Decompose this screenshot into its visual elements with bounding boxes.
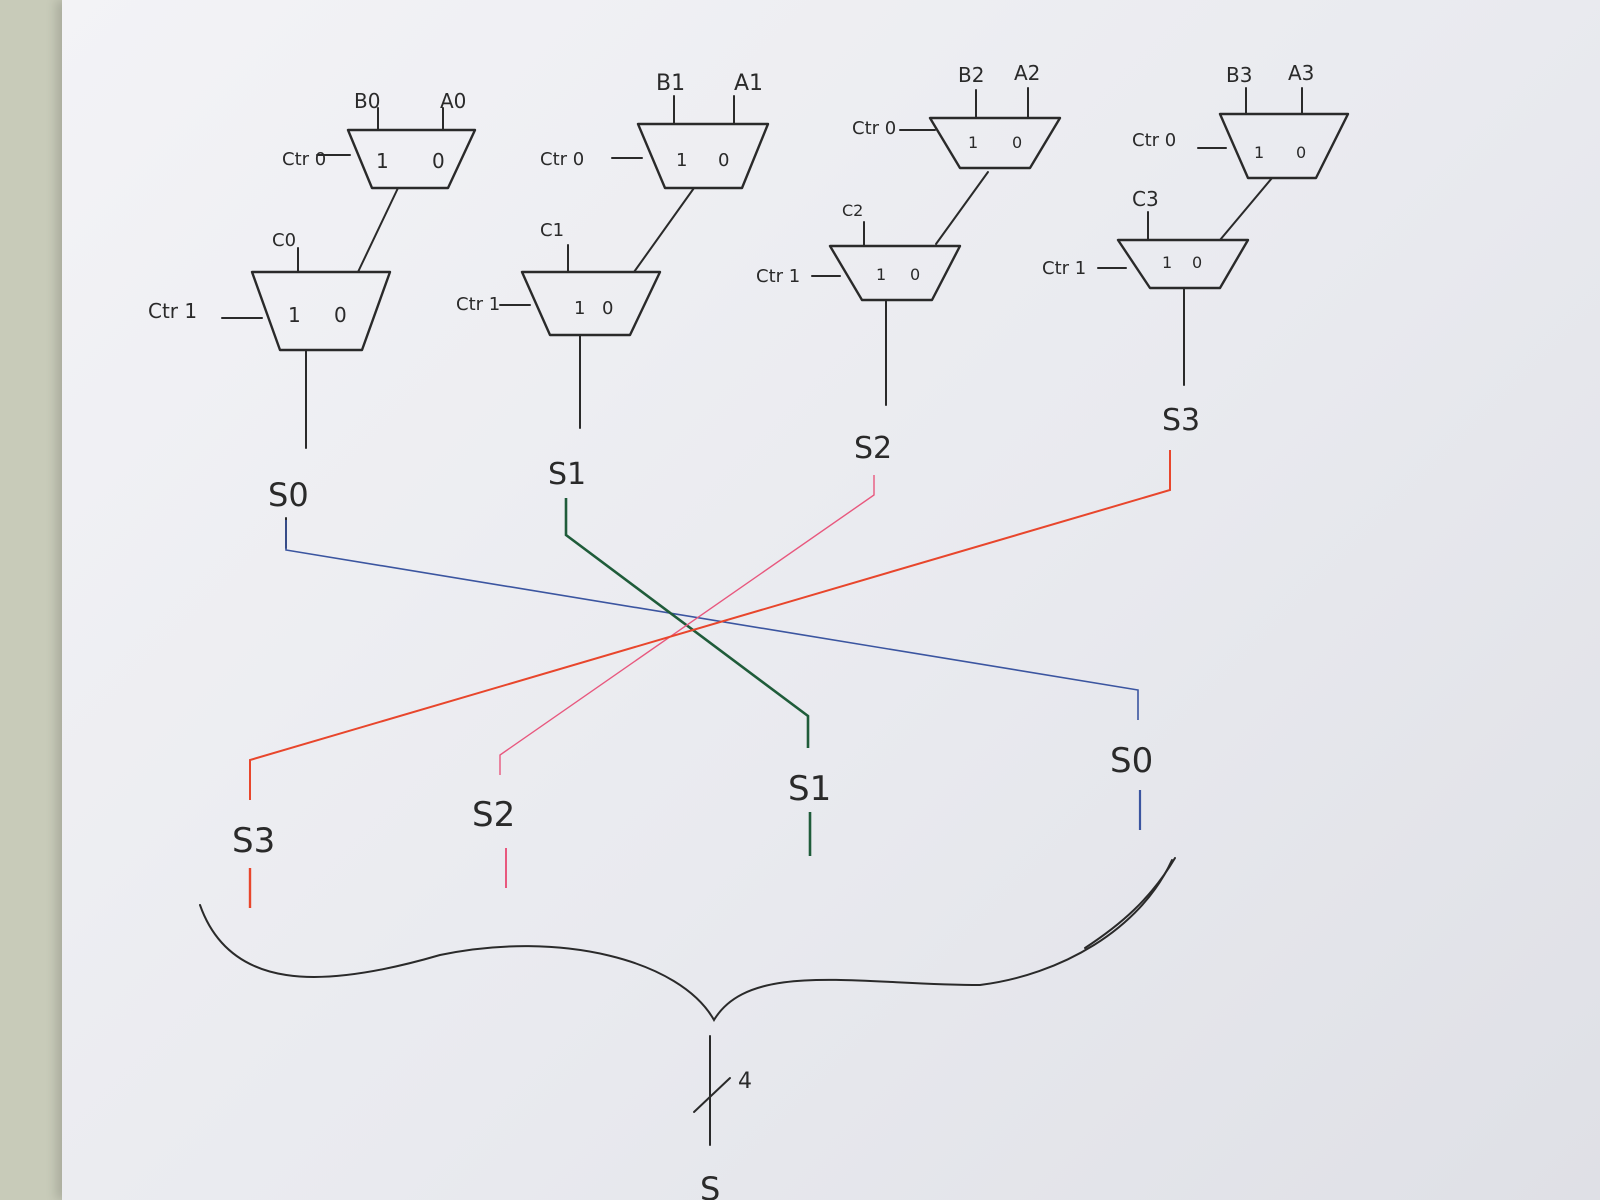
output-s2-label: S2 [854, 431, 892, 466]
ctr0-label-3: Ctr 0 [1132, 130, 1176, 151]
mux-top-1-port-0: 0 [718, 150, 729, 171]
carry-c2-label: C2 [842, 201, 863, 220]
bus-brace: 4 S [199, 857, 1176, 1200]
input-a2-label: A2 [1014, 61, 1040, 85]
mux-column-3: B3 A3 Ctr 0 1 0 C3 Ctr 1 1 0 S3 [1042, 61, 1350, 438]
ctr0-label-2: Ctr 0 [852, 118, 896, 139]
mux-bottom-1-port-1: 1 [574, 298, 585, 319]
wire-s3-orange [249, 450, 1171, 800]
mux-column-0: B0 A0 Ctr 0 1 0 C0 Ctr 1 1 0 S0 [148, 89, 477, 549]
mux-top-2-port-0: 0 [1012, 133, 1022, 152]
bus-output-label: S [700, 1170, 720, 1200]
ctr1-label-2: Ctr 1 [756, 266, 800, 287]
output-s0-label: S0 [268, 476, 309, 514]
mux-bottom-1-port-0: 0 [602, 298, 613, 319]
mux-bottom-3-port-0: 0 [1192, 253, 1202, 272]
ctr1-label-0: Ctr 1 [148, 299, 197, 323]
wire-s1-green [564, 498, 810, 748]
ctr0-label-1: Ctr 0 [540, 149, 584, 170]
mux-top-0 [346, 128, 477, 190]
input-b3-label: B3 [1226, 63, 1252, 87]
mux-top-3-port-0: 0 [1296, 143, 1306, 162]
carry-c3-label: C3 [1132, 187, 1159, 211]
mux-column-2: B2 A2 Ctr 0 1 0 C2 Ctr 1 1 0 S2 [756, 61, 1062, 466]
mux-bottom-1 [520, 270, 662, 337]
ctr0-label-0: Ctr 0 [282, 149, 326, 170]
bottom-s1-label: S1 [788, 769, 831, 809]
wire-s2-pink [499, 475, 875, 775]
input-a1-label: A1 [734, 71, 763, 96]
carry-c1-label: C1 [540, 220, 564, 241]
crossing-wires [249, 450, 1171, 800]
mux-top-0-port-0: 0 [432, 149, 445, 173]
input-b0-label: B0 [354, 89, 380, 113]
mux-bottom-2 [828, 244, 962, 302]
bottom-bit-labels: S3 S2 S1 S0 [232, 741, 1153, 908]
mux-bottom-0 [250, 270, 392, 352]
input-b1-label: B1 [656, 71, 685, 96]
mux-bottom-0-port-0: 0 [334, 303, 347, 327]
ctr1-label-1: Ctr 1 [456, 294, 500, 315]
input-a3-label: A3 [1288, 61, 1314, 85]
mux-top-2 [928, 116, 1062, 170]
mux-bottom-3-port-1: 1 [1162, 253, 1172, 272]
paper-sheet [62, 0, 1600, 1200]
bottom-s2-label: S2 [472, 795, 515, 835]
mux-bottom-3 [1116, 238, 1250, 290]
output-s1-label: S1 [548, 457, 586, 492]
mux-top-1 [636, 122, 770, 190]
bus-width-slash [693, 1077, 731, 1113]
output-s3-label: S3 [1162, 403, 1200, 438]
mux-top-1-port-1: 1 [676, 150, 687, 171]
mux-top-3 [1218, 112, 1350, 180]
input-a0-label: A0 [440, 89, 466, 113]
ctr1-label-3: Ctr 1 [1042, 258, 1086, 279]
mux-top-3-port-1: 1 [1254, 143, 1264, 162]
mux-top-2-port-1: 1 [968, 133, 978, 152]
wire-s0-blue [285, 520, 1139, 720]
mux-column-1: B1 A1 Ctr 0 1 0 C1 Ctr 1 1 0 S1 [456, 71, 770, 492]
mux-bottom-0-port-1: 1 [288, 303, 301, 327]
input-b2-label: B2 [958, 63, 984, 87]
bus-width-label: 4 [738, 1069, 752, 1094]
carry-c0-label: C0 [272, 230, 296, 251]
bottom-s0-label: S0 [1110, 741, 1153, 781]
mux-bottom-2-port-1: 1 [876, 265, 886, 284]
bottom-s3-label: S3 [232, 821, 275, 861]
mux-top-0-port-1: 1 [376, 149, 389, 173]
mux-bottom-2-port-0: 0 [910, 265, 920, 284]
